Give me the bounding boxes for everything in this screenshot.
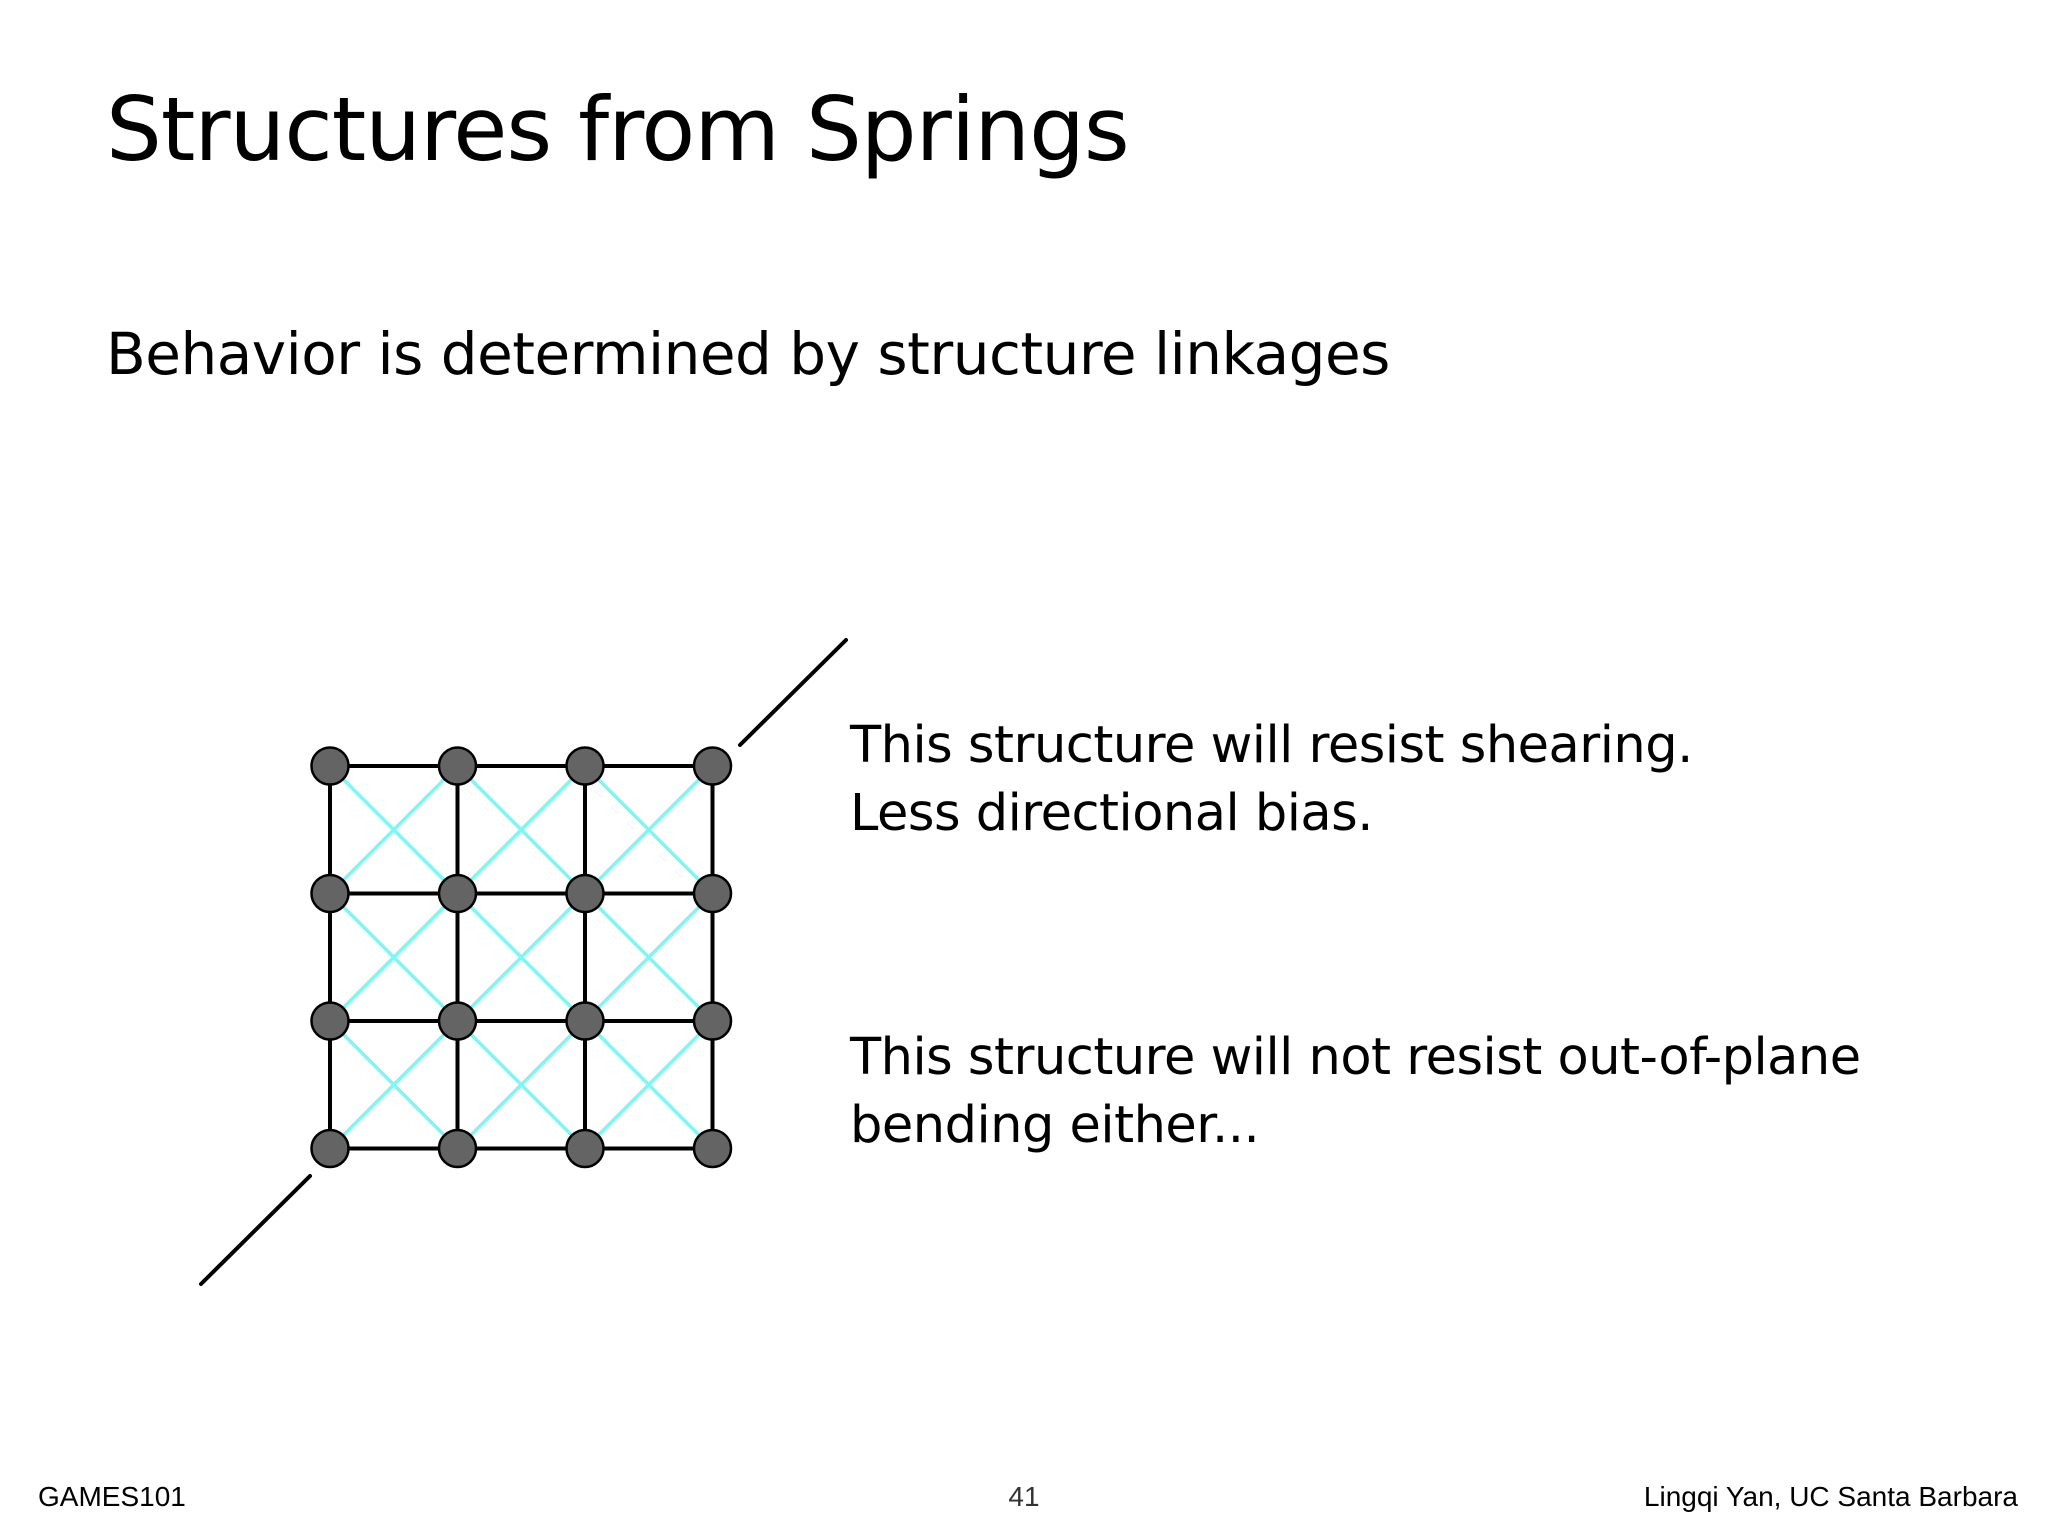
shear-spring (583, 764, 715, 896)
mass-point (310, 1001, 350, 1041)
shear-note-line-1: This structure will resist shearing. (850, 716, 1693, 775)
structural-springs (328, 764, 715, 1151)
mass-point (310, 1128, 350, 1169)
shear-note: This structure will resist shearing. Les… (850, 712, 1693, 848)
mass-point (565, 1001, 605, 1041)
shear-spring (328, 891, 460, 1023)
footer-author: Lingqi Yan, UC Santa Barbara (1643, 1481, 2018, 1512)
shear-spring (583, 1019, 715, 1151)
mass-point (692, 746, 733, 786)
mass-point (310, 746, 350, 786)
mass-point (565, 1128, 605, 1169)
extension-line (199, 1174, 312, 1286)
extension-line (738, 638, 848, 747)
mass-point (437, 873, 478, 914)
mass-point (437, 746, 478, 786)
slide-title: Structures from Springs (106, 78, 1130, 181)
slide-subtitle: Behavior is determined by structure link… (106, 320, 1390, 388)
shear-spring (455, 891, 587, 1023)
mass-point (437, 1001, 478, 1041)
mass-point (565, 746, 605, 786)
page-number: 41 (1008, 1481, 1040, 1512)
mass-point (692, 1128, 733, 1169)
footer-course: GAMES101 (38, 1481, 186, 1512)
mass-point (310, 873, 350, 914)
shear-spring (455, 1019, 587, 1151)
mass-points (310, 746, 733, 1169)
mass-point (692, 1001, 733, 1041)
shear-spring (328, 764, 460, 896)
extension-lines (199, 638, 848, 1286)
bending-note-line-1: This structure will not resist out-of-pl… (850, 1028, 1861, 1087)
shear-spring (455, 764, 587, 896)
shear-note-line-2: Less directional bias. (850, 784, 1373, 843)
mass-point (437, 1128, 478, 1169)
bending-note-line-2: bending either... (850, 1096, 1260, 1155)
shear-spring (583, 891, 715, 1023)
shear-spring (328, 1019, 460, 1151)
bending-note: This structure will not resist out-of-pl… (850, 1024, 1861, 1160)
mass-point (692, 873, 733, 914)
mass-point (565, 873, 605, 914)
shear-springs (328, 764, 715, 1151)
